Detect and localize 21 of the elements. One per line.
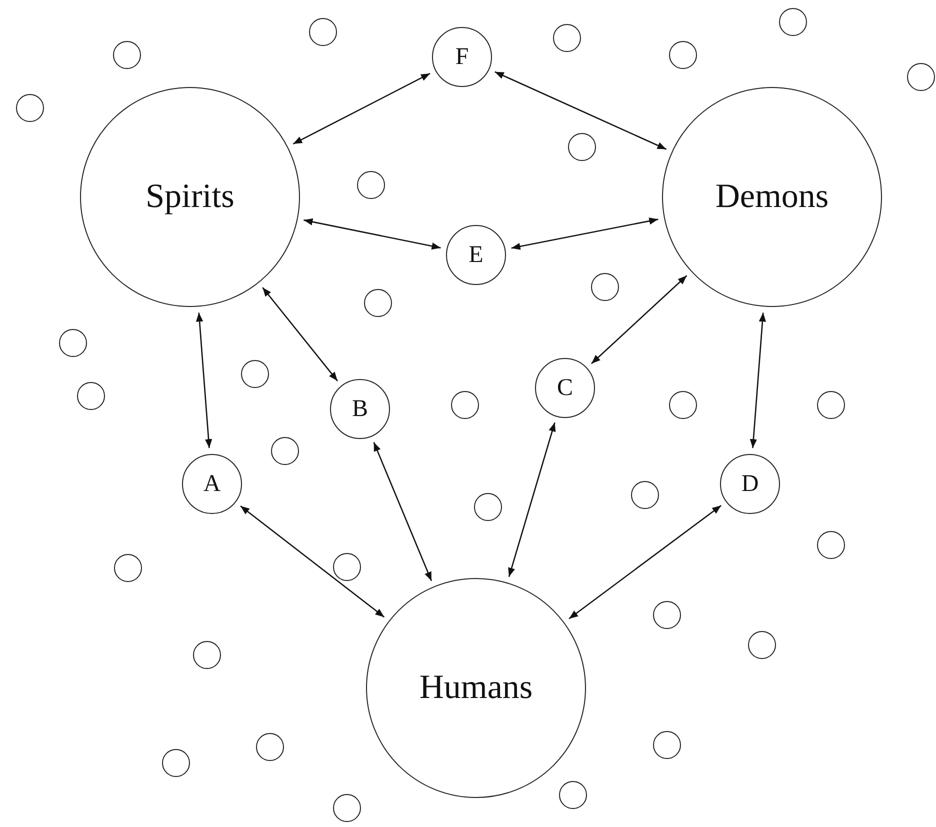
node-label: E xyxy=(468,243,484,267)
node-label: Spirits xyxy=(146,180,234,214)
double-arrow xyxy=(508,422,556,577)
double-arrow xyxy=(373,442,432,582)
node-label: Demons xyxy=(715,180,829,214)
double-arrow xyxy=(240,506,385,618)
node-label: B xyxy=(352,397,368,421)
node-label: Humans xyxy=(419,671,533,705)
double-arrow xyxy=(304,218,441,250)
double-arrow xyxy=(196,312,212,448)
double-arrow xyxy=(494,71,667,150)
node-label: C xyxy=(556,376,573,400)
double-arrow xyxy=(750,312,766,448)
node-label: D xyxy=(741,472,759,496)
node-label: A xyxy=(203,472,221,496)
double-arrow xyxy=(262,287,338,382)
double-arrow xyxy=(568,504,722,620)
double-arrow xyxy=(292,72,430,144)
double-arrow xyxy=(511,218,658,250)
double-arrow xyxy=(591,275,688,364)
node-label: F xyxy=(455,45,469,69)
